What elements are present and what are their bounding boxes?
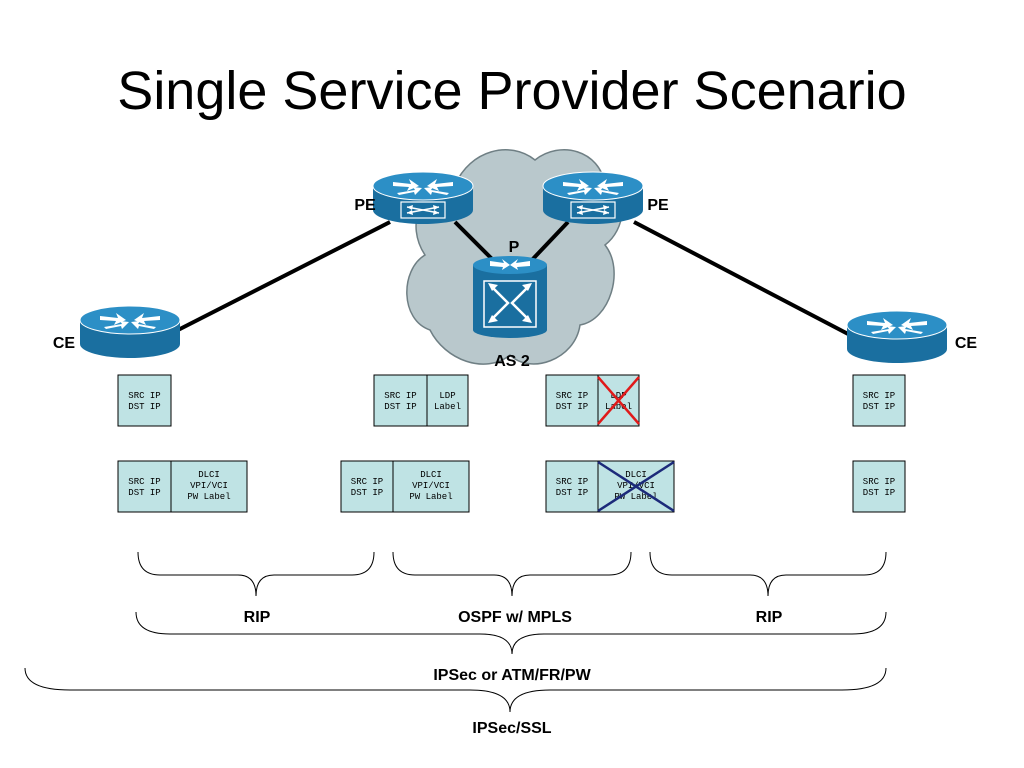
router-icon[interactable] [79,305,181,358]
brace-right [649,551,887,597]
strike-icon [597,376,640,425]
segment-label-end-to-end: IPSec/SSL [472,720,551,737]
link-pe-right-p [528,220,570,264]
pe-left-label: PE [354,197,376,214]
brace-left [137,551,375,597]
links [177,220,851,337]
router-icon[interactable] [846,310,948,363]
link-pe-left-p [453,220,497,264]
pe-right-label: PE [647,197,669,214]
ce-left-label: CE [53,335,76,352]
brace-middle [392,551,632,597]
label-switch-router-icon[interactable] [473,256,547,338]
braces [24,551,887,713]
link-pe-right-ce-right [633,220,851,337]
router-icon[interactable] [372,171,474,224]
brace-ce-to-ce [135,611,887,655]
brace-end-to-end [24,667,887,713]
slide-title: Single Service Provider Scenario [117,61,907,121]
segment-label-ce-to-ce: IPSec or ATM/FR/PW [433,667,591,684]
segment-label-right: RIP [756,609,783,626]
segment-label-left: RIP [244,609,271,626]
cloud-label: AS 2 [494,353,530,370]
strike-icon [597,460,675,513]
router-icon[interactable] [542,171,644,224]
ce-right-label: CE [955,335,978,352]
p-label: P [509,239,520,256]
segment-label-middle: OSPF w/ MPLS [458,609,572,626]
link-ce-left-pe-left [177,220,391,332]
